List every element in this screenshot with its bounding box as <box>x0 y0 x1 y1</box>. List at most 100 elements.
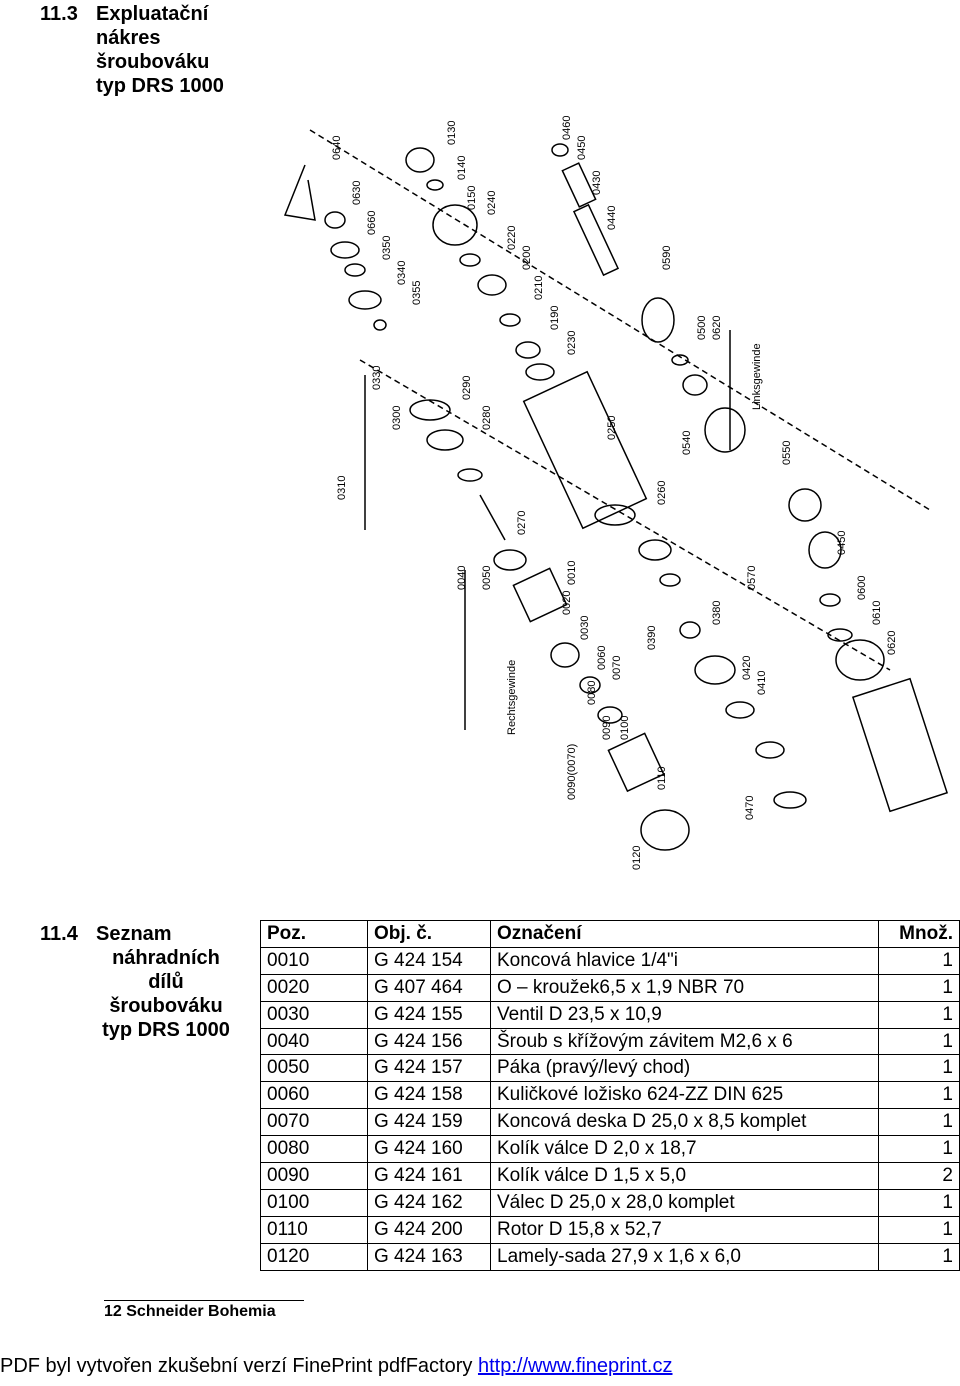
drawing-label: 0220 <box>506 226 518 250</box>
drawing-label: Rechtsgewinde <box>506 660 518 735</box>
drawing-label: 0010 <box>566 561 578 585</box>
drawing-label: 0410 <box>756 671 768 695</box>
section-title-11-3: Expluatační nákres šroubováku typ DRS 10… <box>96 2 224 98</box>
cell-pos: 0010 <box>260 946 368 975</box>
drawing-label: 0610 <box>871 601 883 625</box>
drawing-label: 0120 <box>631 846 643 870</box>
drawing-label: 0390 <box>646 626 658 650</box>
cell-pos: 0110 <box>260 1215 368 1244</box>
col-header-desc: Označení <box>489 920 880 948</box>
drawing-label: 0330 <box>371 366 383 390</box>
cell-desc: Kolík válce D 1,5 x 5,0 <box>489 1162 880 1190</box>
drawing-label: 0550 <box>781 441 793 465</box>
cell-desc: Páka (pravý/levý chod) <box>489 1054 880 1083</box>
cell-desc: Koncová deska D 25,0 x 8,5 komplet <box>489 1108 880 1137</box>
drawing-label: 0450 <box>576 136 588 160</box>
cell-desc: Lamely-sada 27,9 x 1,6 x 6,0 <box>489 1242 880 1271</box>
cell-desc: Ventil D 23,5 x 10,9 <box>489 1000 880 1029</box>
drawing-label: 0280 <box>481 406 493 430</box>
cell-desc: Válec D 25,0 x 28,0 komplet <box>489 1188 880 1217</box>
drawing-label: 0040 <box>456 566 468 590</box>
cell-obj: G 424 154 <box>367 946 491 975</box>
drawing-label: 0140 <box>456 156 468 180</box>
cell-qty: 2 <box>878 1162 960 1190</box>
cell-pos: 0090 <box>260 1162 368 1190</box>
drawing-label: 0660 <box>366 211 378 235</box>
drawing-label: 0240 <box>486 191 498 215</box>
cell-qty: 1 <box>878 1081 960 1110</box>
drawing-label: 0630 <box>351 181 363 205</box>
cell-qty: 1 <box>878 973 960 1002</box>
drawing-label: 0110 <box>656 766 668 790</box>
cell-obj: G 424 159 <box>367 1108 491 1137</box>
cell-obj: G 424 200 <box>367 1215 491 1244</box>
drawing-label: 0430 <box>591 171 603 195</box>
cell-pos: 0080 <box>260 1135 368 1164</box>
cell-obj: G 424 163 <box>367 1242 491 1271</box>
drawing-label: 0540 <box>681 431 693 455</box>
drawing-label: 0420 <box>741 656 753 680</box>
cell-pos: 0020 <box>260 973 368 1002</box>
drawing-label: 0310 <box>336 476 348 500</box>
cell-obj: G 407 464 <box>367 973 491 1002</box>
drawing-label: 0355 <box>411 281 423 305</box>
title-line: typ DRS 1000 <box>96 75 224 97</box>
drawing-label: 0380 <box>711 601 723 625</box>
col-header-obj: Obj. č. <box>367 920 491 948</box>
cell-obj: G 424 162 <box>367 1188 491 1217</box>
section-number-11-4: 11.4 <box>40 923 78 945</box>
drawing-label: 0620 <box>711 316 723 340</box>
cell-desc: O – kroužek6,5 x 1,9 NBR 70 <box>489 973 880 1002</box>
drawing-label: 0080 <box>586 681 598 705</box>
cell-qty: 1 <box>878 1054 960 1083</box>
drawing-label: 0190 <box>549 306 561 330</box>
cell-pos: 0060 <box>260 1081 368 1110</box>
exploded-drawing: 0640 0130 0460 0630 0140 0450 0150 0430 … <box>283 116 949 870</box>
cell-qty: 1 <box>878 1188 960 1217</box>
drawing-label: 0640 <box>331 136 343 160</box>
cell-desc: Kolík válce D 2,0 x 18,7 <box>489 1135 880 1164</box>
drawing-label: Linksgewinde <box>751 343 763 410</box>
drawing-label: 0150 <box>466 186 478 210</box>
title-line: dílů <box>148 971 184 993</box>
cell-pos: 0070 <box>260 1108 368 1137</box>
cell-qty: 1 <box>878 946 960 975</box>
footer-page-label: 12 Schneider Bohemia <box>104 1303 276 1320</box>
drawing-label: 0300 <box>391 406 403 430</box>
pdf-link[interactable]: http://www.fineprint.cz <box>477 1355 673 1377</box>
drawing-label: 0030 <box>579 616 591 640</box>
col-header-qty: Množ. <box>878 920 960 948</box>
drawing-label: 0450 <box>836 531 848 555</box>
title-line: šroubováku <box>109 995 223 1017</box>
cell-obj: G 424 156 <box>367 1027 491 1056</box>
footer-rule <box>104 1300 304 1301</box>
cell-pos: 0100 <box>260 1188 368 1217</box>
section-number-11-3: 11.3 <box>40 3 78 25</box>
cell-qty: 1 <box>878 1000 960 1029</box>
cell-desc: Kuličkové ložisko 624-ZZ DIN 625 <box>489 1081 880 1110</box>
drawing-label: 0100 <box>619 716 631 740</box>
drawing-label: 0460 <box>561 116 573 140</box>
title-line: náhradních <box>112 947 220 969</box>
drawing-label: 0060 <box>596 646 608 670</box>
drawing-label: 0340 <box>396 261 408 285</box>
drawing-label: 0020 <box>561 591 573 615</box>
table-header-row: Poz. Obj. č. Označení Množ. <box>260 920 960 948</box>
title-line: Seznam <box>96 923 172 945</box>
cell-qty: 1 <box>878 1027 960 1056</box>
drawing-label: 0570 <box>746 566 758 590</box>
cell-desc: Rotor D 15,8 x 52,7 <box>489 1215 880 1244</box>
drawing-label: 0230 <box>566 331 578 355</box>
drawing-label: 0090(0070) <box>566 744 578 800</box>
drawing-label: 0290 <box>461 376 473 400</box>
pdf-note-text: PDF byl vytvořen zkušební verzí FinePrin… <box>0 1355 473 1377</box>
